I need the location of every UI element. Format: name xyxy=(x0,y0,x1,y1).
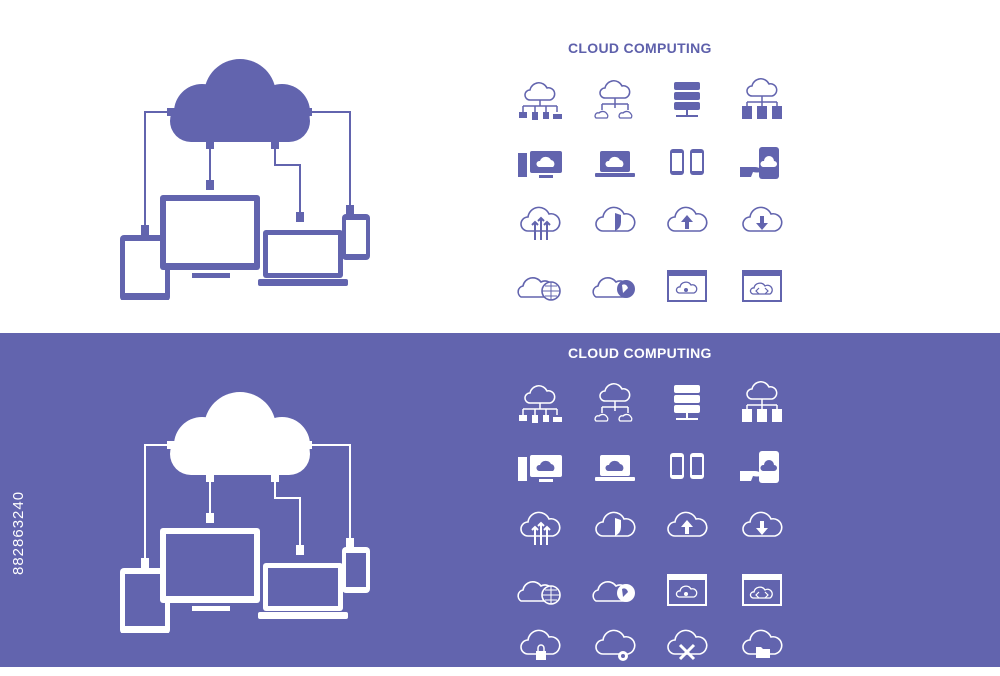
cloud-settings-icon xyxy=(590,621,640,671)
browser-cloud-code-icon xyxy=(737,261,787,311)
cloud-devices-network-icon xyxy=(515,76,565,126)
browser-cloud-settings-icon xyxy=(662,261,712,311)
light-panel: CLOUD COMPUTING xyxy=(0,0,1000,333)
laptop-cloud-icon xyxy=(590,139,640,189)
cloud-upload-icon xyxy=(662,198,712,248)
cloud-globe-icon xyxy=(515,261,565,311)
stock-id-watermark: 882863240 xyxy=(10,490,27,575)
dark-panel: CLOUD COMPUTING xyxy=(0,333,1000,667)
cloud-network-icon xyxy=(590,76,640,126)
laptop-cloud-icon xyxy=(590,443,640,493)
cloud-globe-filled-icon xyxy=(590,565,640,615)
cloud-server-icon xyxy=(662,76,712,126)
cloud-devices-network-icon xyxy=(515,379,565,429)
smartphone-icon xyxy=(342,214,370,260)
cloud-devices-illustration xyxy=(120,59,370,300)
mobile-sync-icon xyxy=(662,443,712,493)
desktop-cloud-icon xyxy=(515,443,565,493)
monitor-icon xyxy=(160,195,260,278)
cloud-icon xyxy=(170,392,310,475)
cloud-download-icon xyxy=(737,503,787,553)
cloud-transfer-icon xyxy=(515,198,565,248)
cloud-hosting-icon xyxy=(737,379,787,429)
cloud-icon xyxy=(170,59,310,142)
laptop-icon xyxy=(258,563,348,619)
browser-cloud-settings-icon xyxy=(662,565,712,615)
cloud-security-icon xyxy=(590,503,640,553)
cloud-security-icon xyxy=(590,198,640,248)
cloud-devices-illustration xyxy=(120,392,370,633)
monitor-icon xyxy=(160,528,260,611)
laptop-icon xyxy=(258,230,348,286)
cloud-lock-icon xyxy=(515,621,565,671)
cloud-network-icon xyxy=(590,379,640,429)
cloud-globe-filled-icon xyxy=(590,261,640,311)
cloud-server-icon xyxy=(662,379,712,429)
cloud-folder-icon xyxy=(737,621,787,671)
desktop-cloud-icon xyxy=(515,139,565,189)
mobile-sync-icon xyxy=(662,139,712,189)
hand-phone-cloud-icon xyxy=(737,139,787,189)
browser-cloud-code-icon xyxy=(737,565,787,615)
cloud-transfer-icon xyxy=(515,503,565,553)
smartphone-icon xyxy=(342,547,370,593)
hand-phone-cloud-icon xyxy=(737,443,787,493)
cloud-upload-icon xyxy=(662,503,712,553)
tablet-icon xyxy=(120,568,170,633)
cloud-globe-icon xyxy=(515,565,565,615)
cloud-tools-icon xyxy=(662,621,712,671)
section-title: CLOUD COMPUTING xyxy=(568,345,712,361)
section-title: CLOUD COMPUTING xyxy=(568,40,712,56)
tablet-icon xyxy=(120,235,170,300)
cloud-hosting-icon xyxy=(737,76,787,126)
cloud-download-icon xyxy=(737,198,787,248)
